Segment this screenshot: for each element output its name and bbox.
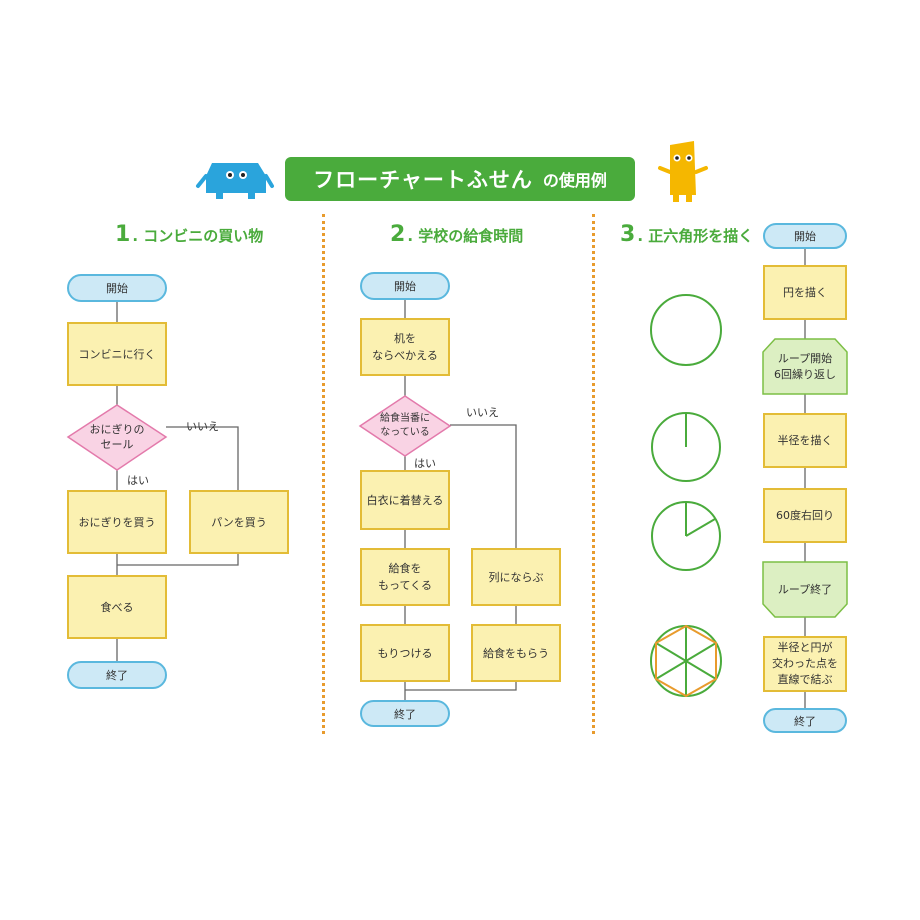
flow1-no-label: いいえ bbox=[186, 420, 219, 433]
section-title: . コンビニの買い物 bbox=[132, 227, 264, 245]
title-main: フローチャートふせん bbox=[313, 168, 533, 192]
flow2-end: 終了 bbox=[360, 700, 450, 727]
radius-line bbox=[685, 642, 717, 662]
section-number: 3 bbox=[620, 222, 636, 247]
radius-line bbox=[655, 642, 687, 662]
loop-end-label: ループ終了 bbox=[777, 582, 833, 596]
title-banner: フローチャートふせん の使用例 bbox=[285, 157, 635, 201]
connector bbox=[405, 682, 517, 691]
yellow-block-mascot-icon bbox=[658, 141, 708, 202]
flow2-receive-lunch: 給食をもらう bbox=[471, 624, 561, 682]
flow2-yes-label: はい bbox=[414, 457, 436, 470]
flow2-bring-lunch: 給食を もってくる bbox=[360, 548, 450, 606]
flow1-decision-label: おにぎりの セール bbox=[89, 423, 145, 451]
blue-block-mascot-icon bbox=[196, 163, 274, 199]
flow3-end: 終了 bbox=[763, 708, 847, 733]
loop-end-shape bbox=[762, 561, 848, 618]
section-divider bbox=[592, 214, 595, 734]
flow1-yes-label: はい bbox=[127, 474, 149, 487]
section-number: 1 bbox=[115, 222, 131, 247]
section-heading-2: 2 . 学校の給食時間 bbox=[390, 222, 523, 247]
step-circle-icon bbox=[650, 294, 722, 366]
flow3-draw-radius: 半径を描く bbox=[763, 413, 847, 468]
section-title: . 学校の給食時間 bbox=[407, 227, 524, 245]
flow3-start: 開始 bbox=[763, 223, 847, 249]
section-number: 2 bbox=[390, 222, 406, 247]
flow2-step-arrange-desks: 机を ならべかえる bbox=[360, 318, 450, 376]
flow2-start: 開始 bbox=[360, 272, 450, 300]
title-suffix: の使用例 bbox=[542, 171, 607, 190]
flow1-buy-onigiri: おにぎりを買う bbox=[67, 490, 167, 554]
decision-diamond-2 bbox=[358, 395, 452, 457]
flow3-loop-start: ループ開始 6回繰り返し bbox=[763, 339, 847, 394]
flow2-line-up: 列にならぶ bbox=[471, 548, 561, 606]
loop-start-shape bbox=[762, 338, 848, 395]
radius-line bbox=[685, 518, 716, 537]
flow2-decision-label: 給食当番に なっている bbox=[380, 413, 430, 438]
flow1-end: 終了 bbox=[67, 661, 167, 689]
radius-line bbox=[685, 660, 717, 680]
radius-line bbox=[655, 660, 687, 680]
section-title: . 正六角形を描く bbox=[637, 227, 754, 245]
flow3-rotate: 60度右回り bbox=[763, 488, 847, 543]
flow1-step-eat: 食べる bbox=[67, 575, 167, 639]
connector bbox=[450, 424, 517, 548]
flow1-step-go-store: コンビニに行く bbox=[67, 322, 167, 386]
decision-diamond-1 bbox=[66, 404, 168, 471]
flow3-connect-points: 半径と円が 交わった点を 直線で結ぶ bbox=[763, 636, 847, 692]
flow3-draw-circle: 円を描く bbox=[763, 265, 847, 320]
flow1-start: 開始 bbox=[67, 274, 167, 302]
flow2-no-label: いいえ bbox=[466, 406, 499, 419]
flow3-loop-end: ループ終了 bbox=[763, 562, 847, 617]
section-heading-1: 1 . コンビニの買い物 bbox=[115, 222, 263, 247]
section-divider bbox=[322, 214, 325, 734]
flow2-serve: もりつける bbox=[360, 624, 450, 682]
connector bbox=[117, 554, 239, 566]
section-heading-3: 3 . 正六角形を描く bbox=[620, 222, 757, 247]
hexagon-shape bbox=[655, 624, 717, 698]
connector bbox=[166, 426, 239, 490]
flow2-change-clothes: 白衣に着替える bbox=[360, 470, 450, 530]
flow1-buy-bread: パンを買う bbox=[189, 490, 289, 554]
loop-start-label: ループ開始 6回繰り返し bbox=[774, 351, 836, 381]
